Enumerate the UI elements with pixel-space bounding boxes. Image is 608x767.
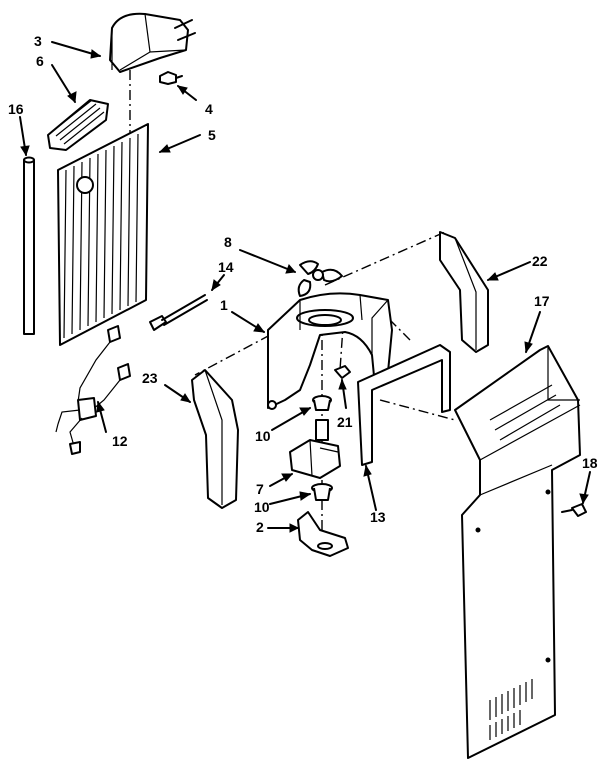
callout-labels: 3 6 4 5 16 8 14 1 23 10 21 7 10 2 13 12 …: [8, 33, 598, 535]
part-4-screw: [159, 71, 183, 85]
callout-21: 21: [337, 414, 353, 430]
part-12-wire-harness: [55, 325, 131, 455]
callout-6: 6: [36, 53, 44, 69]
part-10-grommet-upper: [312, 395, 332, 411]
callout-10-lower: 10: [254, 499, 270, 515]
callout-23: 23: [142, 370, 158, 386]
part-17-rear-panel: [454, 345, 581, 759]
part-1-fan-shroud: [267, 292, 393, 410]
callout-4: 4: [205, 101, 213, 117]
callout-3: 3: [34, 33, 42, 49]
callout-2: 2: [256, 519, 264, 535]
callout-5: 5: [208, 127, 216, 143]
part-5-evaporator-panel: [57, 123, 149, 346]
callout-7: 7: [256, 481, 264, 497]
part-6-vent-grille: [47, 99, 109, 151]
callout-1: 1: [220, 297, 228, 313]
part-10-grommet-lower: [311, 483, 333, 501]
part-3-duct-housing: [109, 12, 196, 73]
callout-22: 22: [532, 253, 548, 269]
part-21-screw: [334, 365, 351, 379]
leader-lines: [19, 41, 591, 533]
callout-12: 12: [112, 433, 128, 449]
part-18-screw: [561, 503, 587, 517]
part-14-defrost-heater: [149, 294, 208, 331]
part-2-motor-bracket: [297, 511, 349, 557]
part-13-channel-seal: [357, 344, 451, 466]
part-22-upper-duct: [439, 231, 489, 353]
part-8-fan-blade: [297, 260, 343, 297]
callout-16: 16: [8, 101, 24, 117]
callout-13: 13: [370, 509, 386, 525]
callout-8: 8: [224, 234, 232, 250]
part-16-seal-strip: [23, 156, 35, 335]
rear-panel-vent-slots: [489, 679, 533, 740]
callout-17: 17: [534, 293, 550, 309]
callout-14: 14: [218, 259, 234, 275]
callout-18: 18: [582, 455, 598, 471]
part-23-side-duct: [191, 369, 239, 509]
callout-10-upper: 10: [255, 428, 271, 444]
part-7-fan-motor: [289, 419, 341, 479]
